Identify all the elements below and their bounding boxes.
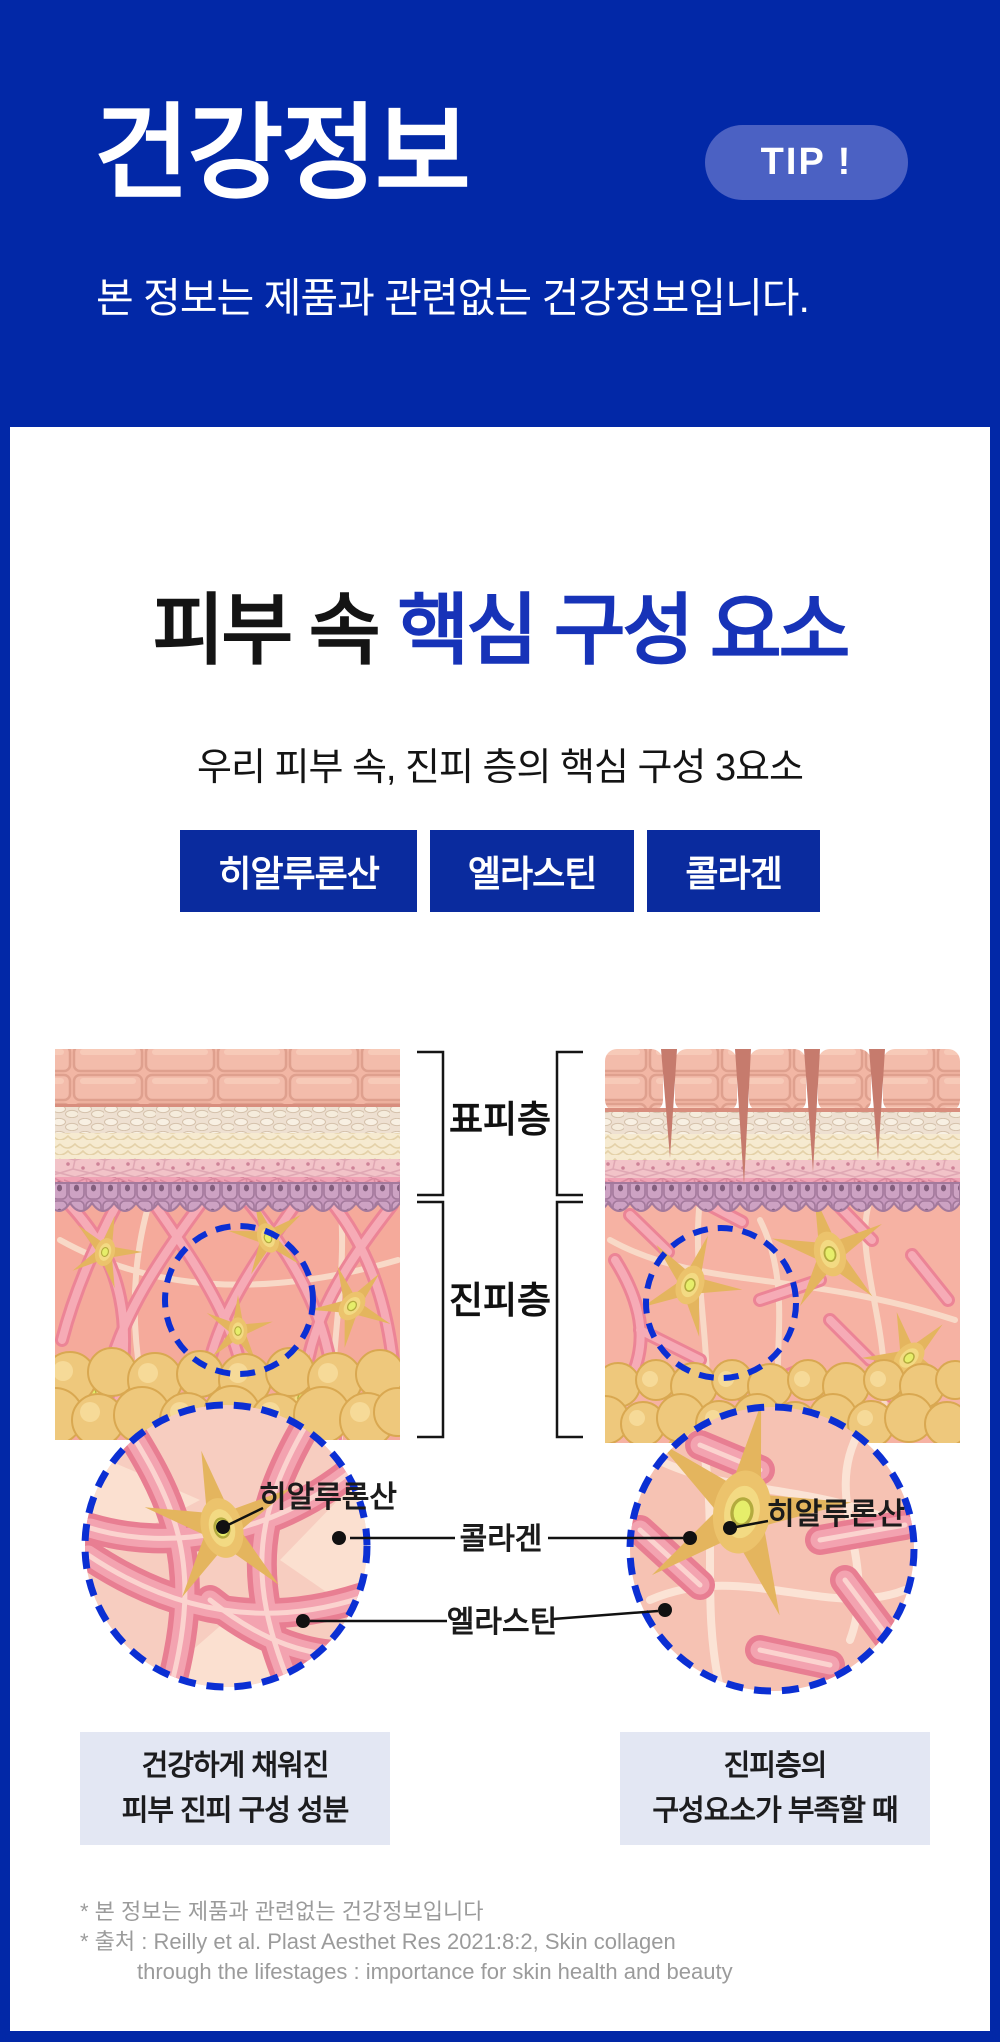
section-title-black: 피부 속 (152, 586, 381, 674)
magnifier-circle-right (626, 1403, 918, 1695)
caption-deficient: 진피층의 구성요소가 부족할 때 (620, 1732, 930, 1845)
wrinkle-grooves (661, 1049, 885, 1185)
magnifier-circle-left (81, 1401, 371, 1691)
label-epidermis: 표피층 (449, 1099, 551, 1140)
caption-deficient-line2: 구성요소가 부족할 때 (652, 1794, 898, 1827)
callout-hyaluronic-left: 히알루론산 (259, 1481, 397, 1514)
page-title: 건강정보 (94, 96, 471, 212)
footnotes: * 본 정보는 제품과 관련없는 건강정보입니다 * 출처 : Reilly e… (80, 1897, 733, 1987)
footnote-source-line2: through the lifestages : importance for … (137, 1959, 733, 1984)
caption-healthy: 건강하게 채워진 피부 진피 구성 성분 (80, 1732, 390, 1845)
ingredient-tags: 히알루론산 엘라스틴 콜라겐 (0, 830, 1000, 912)
tag-elastin[interactable]: 엘라스틴 (429, 830, 635, 912)
caption-deficient-line1: 진피층의 (723, 1749, 828, 1782)
tag-hyaluronic-acid[interactable]: 히알루론산 (180, 830, 417, 912)
tag-collagen[interactable]: 콜라겐 (647, 830, 820, 912)
wrinkle-mounds (605, 1049, 960, 1112)
header-subtitle: 본 정보는 제품과 관련없는 건강정보입니다. (96, 275, 810, 321)
footnote-disclaimer: * 본 정보는 제품과 관련없는 건강정보입니다 (80, 1899, 484, 1924)
callout-dots (216, 1520, 737, 1628)
caption-healthy-line2: 피부 진피 구성 성분 (121, 1794, 350, 1827)
tip-badge: TIP ! (705, 125, 908, 200)
label-dermis: 진피층 (449, 1280, 551, 1321)
section-subtitle: 우리 피부 속, 진피 층의 핵심 구성 3요소 (197, 747, 804, 789)
footnote-source-line1: * 출처 : Reilly et al. Plast Aesthet Res 2… (80, 1929, 676, 1954)
callout-elastin: 엘라스틴 (447, 1606, 557, 1639)
callout-lines (227, 1506, 769, 1623)
layer-brackets (417, 1050, 583, 1439)
section-title-blue: 핵심 구성 요소 (397, 586, 851, 674)
zoom-source-circle-left (162, 1223, 316, 1377)
callout-collagen: 콜라겐 (460, 1523, 543, 1556)
magnified-dermis-deficient (630, 1407, 914, 1691)
callout-hyaluronic-right: 히알루론산 (767, 1498, 905, 1531)
caption-healthy-line1: 건강하게 채워진 (141, 1749, 330, 1782)
zoom-source-circle-right (643, 1225, 799, 1381)
skin-diagram: 표피층 진피층 (55, 1049, 960, 1695)
magnified-dermis-healthy (85, 1405, 367, 1687)
